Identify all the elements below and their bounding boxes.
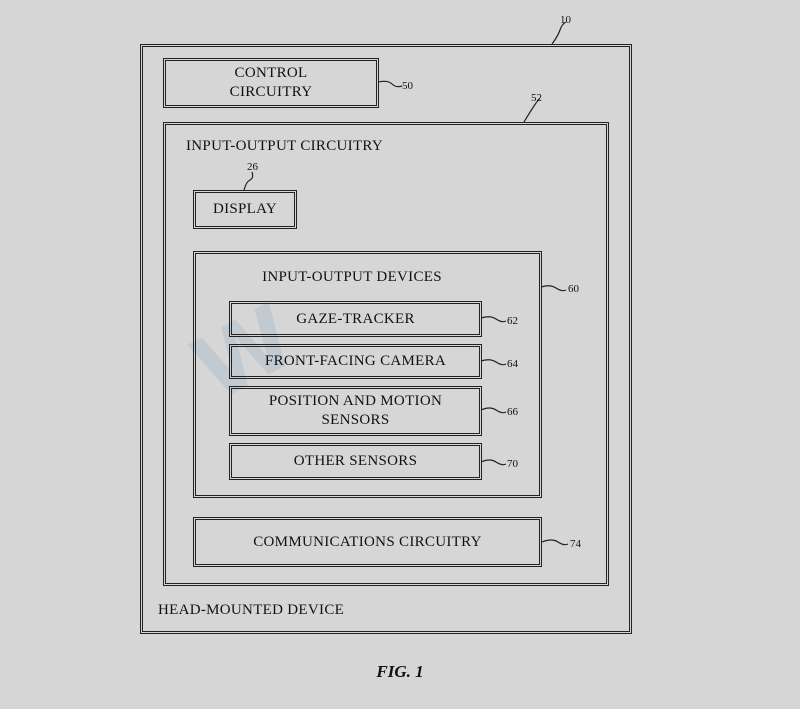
figure-caption: FIG. 1 [376, 662, 424, 681]
io-circuitry-box [163, 122, 609, 586]
ref-66: 66 [507, 406, 518, 418]
head-mounted-device-label: HEAD-MOUNTED DEVICE [158, 602, 345, 618]
ref-60: 60 [568, 283, 579, 295]
leader-60 [540, 285, 567, 292]
ref-52: 52 [531, 92, 542, 104]
ref-26: 26 [247, 161, 258, 173]
leader-50 [377, 80, 403, 88]
head-mounted-device-box [140, 44, 632, 634]
io-circuitry-label: INPUT-OUTPUT CIRCUITRY [186, 138, 384, 154]
leader-62 [480, 316, 507, 323]
communications-circuitry-box [193, 517, 542, 567]
io-devices-label: INPUT-OUTPUT DEVICES [262, 269, 442, 285]
ref-62: 62 [507, 315, 518, 327]
leader-64 [480, 359, 507, 366]
control-circuitry-box [163, 58, 379, 108]
leader-10 [551, 21, 567, 45]
other-sensors-label: OTHER SENSORS [293, 453, 418, 469]
leader-66 [480, 407, 507, 414]
ref-64: 64 [507, 358, 518, 370]
position-motion-sensors-box [229, 386, 482, 436]
display-label: DISPLAY [212, 201, 278, 217]
front-facing-camera-box [229, 344, 482, 379]
leader-70 [480, 459, 507, 466]
ref-50: 50 [402, 80, 413, 92]
control-circuitry-label: CONTROL CIRCUITRY [229, 65, 313, 100]
io-devices-box [193, 251, 542, 498]
gaze-tracker-label: GAZE-TRACKER [296, 311, 415, 327]
position-motion-sensors-label: POSITION AND MOTION SENSORS [268, 393, 443, 428]
leader-26 [243, 171, 254, 191]
communications-circuitry-label: COMMUNICATIONS CIRCUITRY [253, 534, 482, 550]
leader-74 [541, 539, 569, 546]
ref-74: 74 [570, 538, 581, 550]
leader-52 [523, 97, 541, 123]
gaze-tracker-box [229, 301, 482, 337]
display-box [193, 190, 297, 229]
ref-10: 10 [560, 14, 571, 26]
front-facing-camera-label: FRONT-FACING CAMERA [264, 353, 447, 369]
other-sensors-box [229, 443, 482, 480]
ref-70: 70 [507, 458, 518, 470]
